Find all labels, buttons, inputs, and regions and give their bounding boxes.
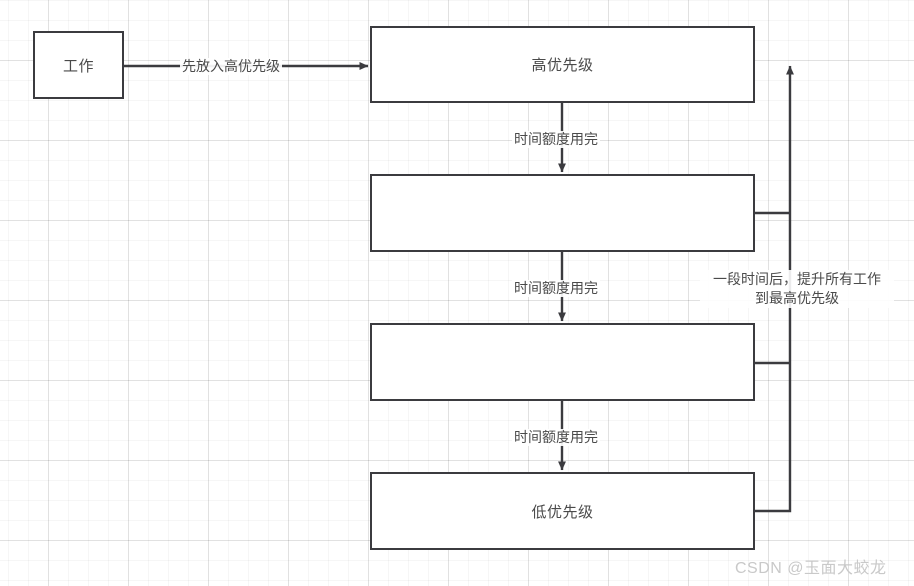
edge-label-q3-to-q4: 时间额度用完 xyxy=(512,429,600,446)
node-queue-low[interactable]: 低优先级 xyxy=(370,472,755,550)
node-job-label: 工作 xyxy=(62,57,94,75)
edge-label-job-to-q1: 先放入高优先级 xyxy=(180,58,282,75)
annotation-line-1: 一段时间后，提升所有工作 xyxy=(713,271,881,287)
node-queue-high[interactable]: 高优先级 xyxy=(370,26,755,103)
node-queue-high-label: 高优先级 xyxy=(531,57,594,74)
watermark: CSDN @玉面大蛟龙 xyxy=(735,560,887,577)
annotation-priority-boost: 一段时间后，提升所有工作 到最高优先级 xyxy=(700,270,894,308)
node-queue-second[interactable] xyxy=(370,174,755,252)
edge-label-q2-to-q3: 时间额度用完 xyxy=(512,280,600,297)
edge-label-q1-to-q2: 时间额度用完 xyxy=(512,131,600,148)
node-job[interactable]: 工作 xyxy=(33,31,124,99)
node-queue-low-label: 低优先级 xyxy=(531,503,594,521)
annotation-line-2: 到最高优先级 xyxy=(755,290,839,306)
node-queue-third[interactable] xyxy=(370,323,755,401)
